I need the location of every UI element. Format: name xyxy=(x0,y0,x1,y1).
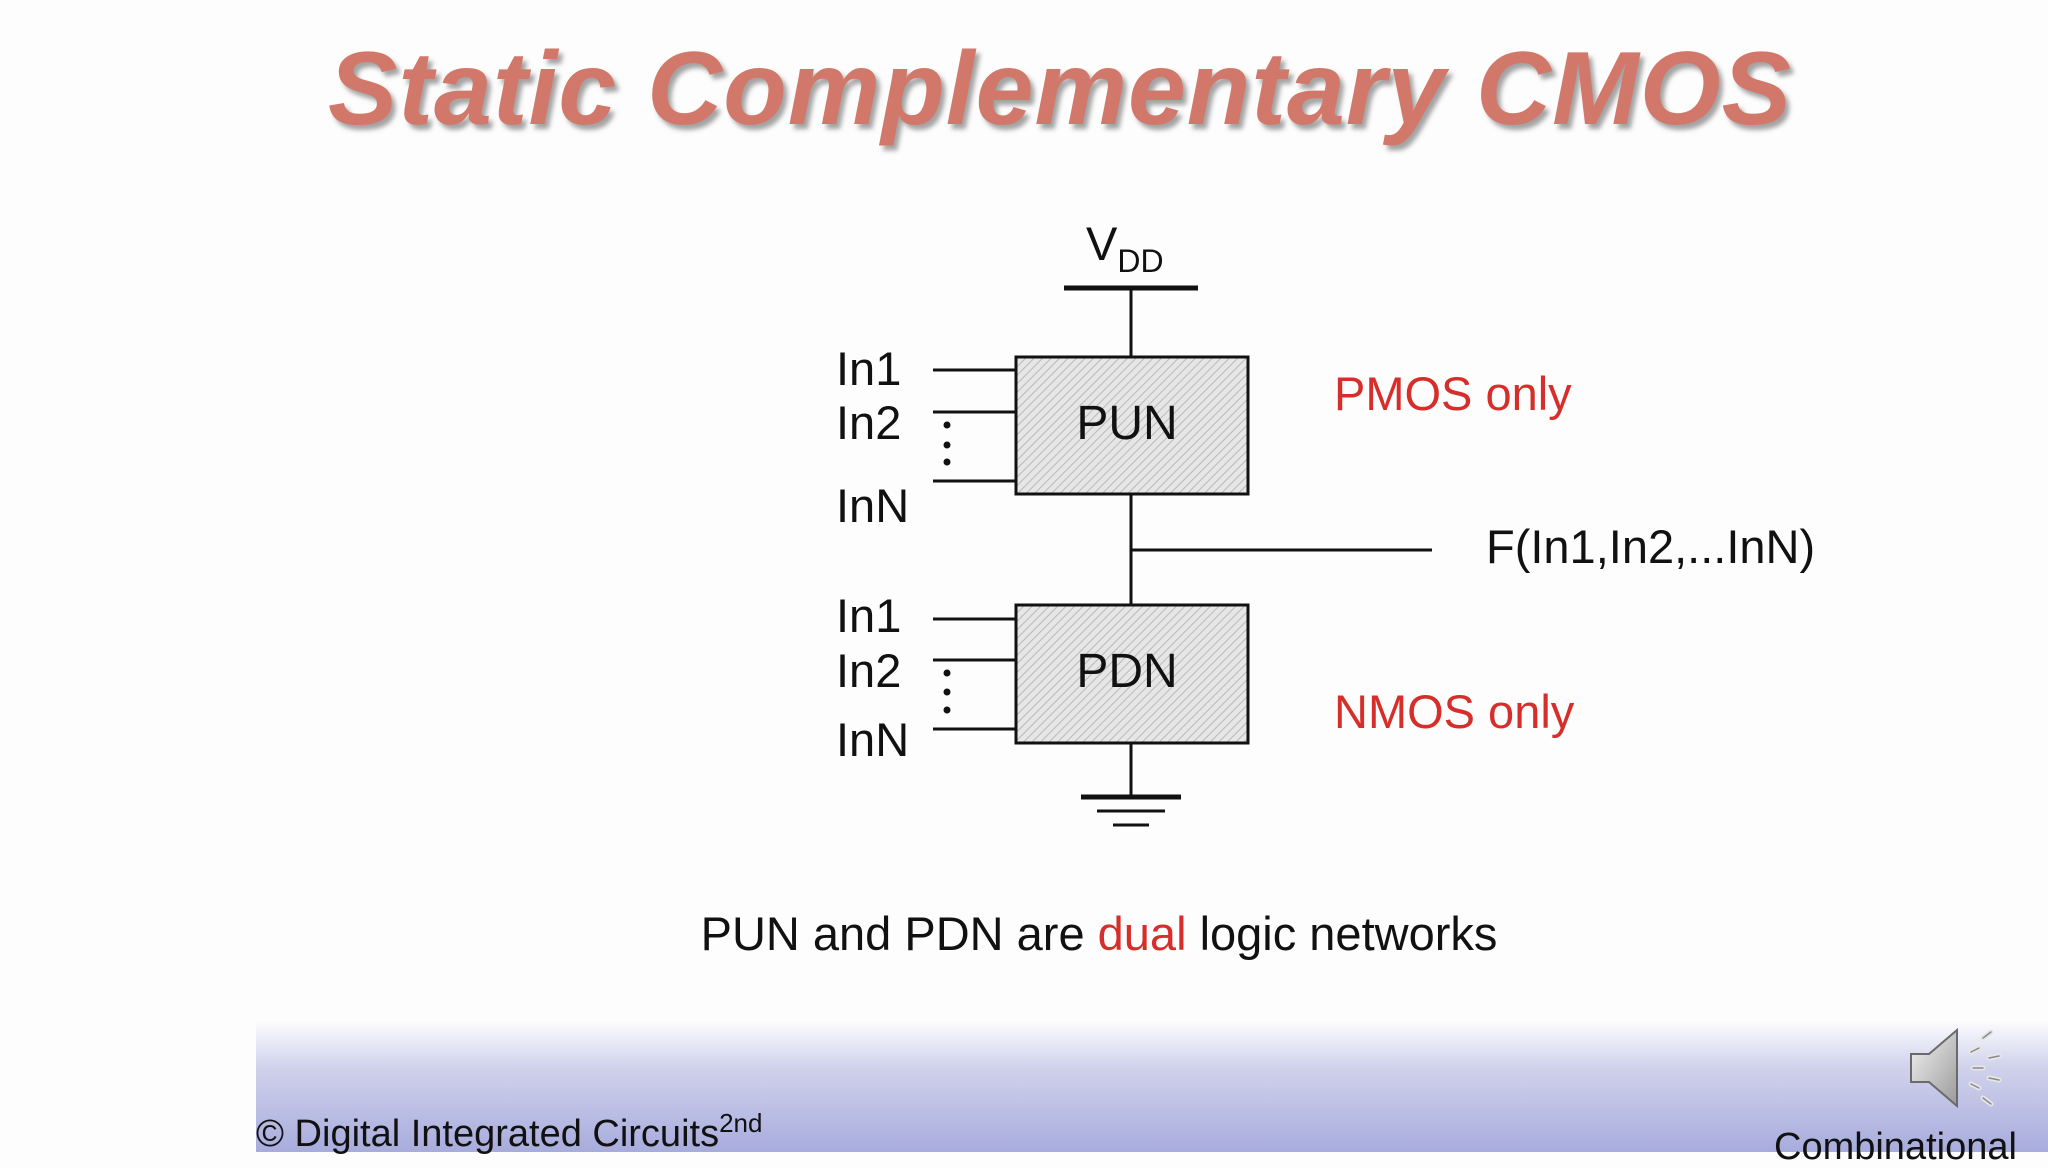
pmos-only-note: PMOS only xyxy=(1334,367,1572,420)
footer-edition: 2nd xyxy=(719,1108,763,1138)
footer-copyright: © Digital Integrated Circuits2nd xyxy=(256,1110,762,1153)
output-function-label: F(In1,In2,...InN) xyxy=(1486,520,1816,573)
speaker-icon[interactable] xyxy=(1905,1018,2015,1118)
pun-input-label-2: In2 xyxy=(836,396,902,449)
pun-ellipsis-dots xyxy=(943,421,951,466)
pdn-input-label-2: In2 xyxy=(836,644,902,697)
ground-icon xyxy=(1081,794,1181,827)
caption-prefix: PUN and PDN are xyxy=(700,907,1098,960)
pun-block xyxy=(1014,355,1250,496)
footer-bar xyxy=(256,1022,2048,1152)
vdd-label: VDD xyxy=(1086,217,1164,277)
vdd-label-main: V xyxy=(1086,217,1118,270)
pun-label: PUN xyxy=(1076,397,1178,450)
caption-highlight: dual xyxy=(1097,907,1187,960)
pdn-block xyxy=(1014,603,1250,745)
nmos-only-note: NMOS only xyxy=(1334,685,1575,738)
caption-suffix: logic networks xyxy=(1186,907,1498,960)
vdd-label-sub: DD xyxy=(1117,243,1164,279)
slide-title: Static Complementary CMOS xyxy=(328,31,1792,147)
caption: PUN and PDN are dual logic networks xyxy=(0,906,2048,961)
pdn-input-label-1: In1 xyxy=(836,589,902,642)
pdn-input-label-n: InN xyxy=(836,713,910,766)
pun-input-label-n: InN xyxy=(836,479,910,532)
footer-section-label: Combinational xyxy=(1774,1126,2017,1168)
pun-input-label-1: In1 xyxy=(836,342,902,395)
pdn-ellipsis-dots xyxy=(943,669,951,714)
pdn-label: PDN xyxy=(1076,645,1178,698)
footer-copyright-text: © Digital Integrated Circuits xyxy=(256,1113,720,1155)
